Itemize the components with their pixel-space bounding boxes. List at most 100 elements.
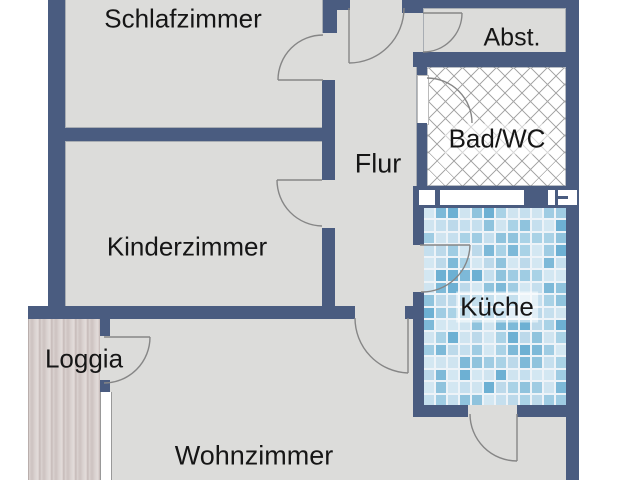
kitchen-tile	[424, 357, 434, 368]
kitchen-tile	[520, 220, 530, 231]
kitchen-tile	[484, 208, 494, 219]
kitchen-tile	[520, 332, 530, 343]
kitchen-tile	[556, 245, 566, 256]
kitchen-tile	[556, 220, 566, 231]
kitchen-tile	[484, 394, 494, 405]
abstellraum-door-opening	[413, 13, 423, 52]
kitchen-tile	[556, 208, 566, 219]
kitchen-tile	[424, 369, 434, 381]
kitchen-tile	[436, 270, 446, 281]
kinderzimmer-floor	[65, 141, 323, 307]
kitchen-tile	[460, 394, 470, 405]
kitchen-tile	[448, 245, 458, 256]
kitchen-tile	[448, 382, 458, 393]
kitchen-tile	[520, 245, 530, 256]
kitchen-tile	[436, 344, 446, 356]
outer-wall-east	[566, 0, 579, 480]
kitchen-tile	[496, 270, 506, 281]
kitchen-tile	[508, 319, 518, 331]
kueche-west-wall-top	[413, 208, 424, 245]
kitchen-tile	[448, 220, 458, 231]
kitchen-tile	[556, 270, 566, 281]
bad-west-wall	[417, 123, 427, 186]
kitchen-tile	[556, 257, 566, 269]
kitchen-tile	[472, 369, 482, 381]
kitchen-tile	[544, 282, 554, 294]
kitchen-tile	[472, 319, 482, 331]
kitchen-tile	[496, 282, 506, 294]
kitchen-tile	[448, 295, 458, 306]
kitchen-tile	[496, 208, 506, 219]
kitchen-tile	[484, 245, 494, 256]
kitchen-tile	[556, 319, 566, 331]
kitchen-tile	[460, 245, 470, 256]
kitchen-tile	[424, 282, 434, 294]
kitchen-tile	[472, 245, 482, 256]
kitchen-tile	[556, 332, 566, 343]
kitchen-tile	[508, 257, 518, 269]
kitchen-tile	[532, 282, 542, 294]
kitchen-tile	[484, 282, 494, 294]
schlafzimmer-door-opening	[322, 33, 335, 80]
kitchen-tile	[436, 245, 446, 256]
kitchen-tile	[496, 245, 506, 256]
kitchen-tile	[556, 394, 566, 405]
flur-label: Flur	[354, 148, 402, 179]
kitchen-tile	[544, 357, 554, 368]
kitchen-tile	[472, 208, 482, 219]
kitchen-tile	[472, 282, 482, 294]
kitchen-tile	[520, 319, 530, 331]
kitchen-tile	[436, 357, 446, 368]
loggia-window	[100, 392, 112, 480]
kitchen-tile	[472, 270, 482, 281]
kitchen-tile	[508, 369, 518, 381]
kitchen-tile	[508, 394, 518, 405]
kitchen-tile	[424, 245, 434, 256]
kueche-south-door-opening	[468, 405, 517, 417]
kitchen-tile	[460, 232, 470, 244]
kitchen-tile	[532, 369, 542, 381]
kitchen-tile	[424, 257, 434, 269]
kitchen-tile	[496, 257, 506, 269]
kitchen-tile	[532, 319, 542, 331]
kitchen-tile	[544, 369, 554, 381]
kitchen-tile	[460, 382, 470, 393]
kitchen-tile	[448, 344, 458, 356]
kitchen-tile	[532, 382, 542, 393]
kitchen-tile	[484, 382, 494, 393]
kitchen-tile	[484, 344, 494, 356]
kitchen-tile	[436, 232, 446, 244]
kitchen-tile	[472, 357, 482, 368]
kitchen-tile	[424, 332, 434, 343]
flur-west-wall-top-ext	[337, 0, 350, 10]
kitchen-tile	[508, 208, 518, 219]
kitchen-tile	[544, 257, 554, 269]
kinderzimmer-label: Kinderzimmer	[106, 231, 268, 262]
kueche-south-wall-west	[413, 405, 468, 417]
kitchen-tile	[520, 369, 530, 381]
kitchen-tile	[556, 295, 566, 306]
kitchen-tile	[544, 245, 554, 256]
kitchen-tile	[556, 369, 566, 381]
kitchen-tile	[520, 382, 530, 393]
bad-door-leaf	[417, 75, 429, 125]
wall-fixture	[568, 190, 577, 205]
kitchen-tile	[496, 357, 506, 368]
kitchen-tile	[544, 307, 554, 318]
kitchen-tile	[460, 270, 470, 281]
loggia-floor	[28, 319, 101, 480]
kitchen-tile	[544, 319, 554, 331]
kitchen-tile	[424, 394, 434, 405]
outer-wall-west	[48, 0, 65, 307]
kitchen-tile	[520, 232, 530, 244]
kitchen-tile	[544, 344, 554, 356]
flur-west-wall-top	[323, 0, 337, 33]
kitchen-tile	[436, 319, 446, 331]
kitchen-tile	[484, 232, 494, 244]
kitchen-tile	[532, 245, 542, 256]
kitchen-tile	[556, 344, 566, 356]
kitchen-tile	[544, 295, 554, 306]
kitchen-tile	[508, 270, 518, 281]
kitchen-tile	[508, 332, 518, 343]
